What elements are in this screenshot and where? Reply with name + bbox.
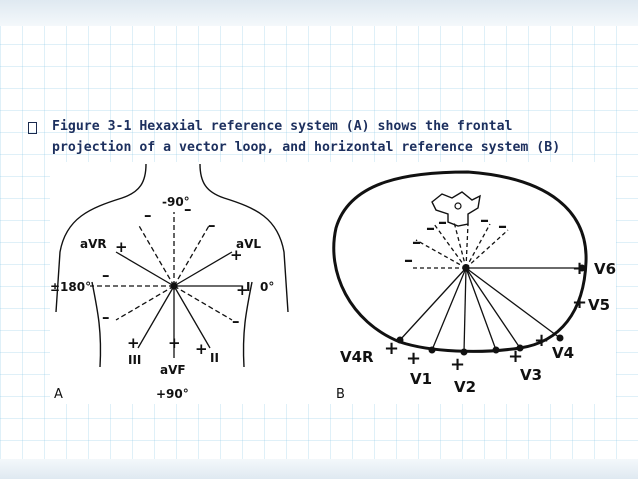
lead-v2-negative: [465, 223, 469, 269]
label-v1: V1: [410, 370, 432, 388]
label-avr: aVR: [80, 237, 107, 251]
caption-line-1: Figure 3-1 Hexaxial reference system (A)…: [52, 119, 513, 134]
axis-iii-negative: [173, 223, 211, 287]
electrode-v5: [556, 334, 564, 342]
lead-v3-negative: [453, 221, 467, 269]
chest-cross-section: [332, 170, 588, 353]
lead-v4-negative: [433, 223, 467, 269]
label-minus90: -90°: [162, 195, 190, 209]
label-lead-ii: II: [210, 351, 219, 365]
lead-v5-negative: [415, 239, 467, 269]
lead-v4r-line: [399, 267, 467, 341]
panel-a-signs: + + + + + + – – – – – –: [102, 200, 249, 358]
lead-v1-negative: [465, 223, 491, 269]
axis-avl-negative: [115, 285, 175, 321]
panel-b-labels: V6 V5 V4 V3 V2 V1 V4R B: [336, 260, 616, 402]
panel-a-labels: -90° aVR aVL ±180° I 0° III aVF II +90° …: [50, 195, 274, 402]
caption-line-2: projection of a vector loop, and horizon…: [52, 140, 561, 155]
label-v2: V2: [454, 378, 476, 396]
avf-plus: +: [168, 334, 181, 352]
electrode-v2: [460, 348, 468, 356]
figure-image: + + + + + + – – – – – – -90° aVR aVL ±18…: [50, 162, 616, 404]
bullet-icon: [28, 122, 37, 134]
v3-plus: +: [508, 346, 523, 367]
torso-outline: [55, 163, 289, 313]
avf-minus: –: [184, 200, 192, 218]
left-arm-outline: [91, 281, 102, 368]
figure-svg: + + + + + + – – – – – – -90° aVR aVL ±18…: [50, 163, 616, 402]
v4-plus: +: [534, 330, 549, 351]
center-dot: [170, 282, 178, 290]
axis-avl-positive: [173, 251, 233, 287]
vertebra-canal: [454, 202, 462, 210]
label-v4: V4: [552, 344, 574, 362]
figure-caption: Figure 3-1 Hexaxial reference system (A)…: [52, 116, 622, 158]
electrode-v6: [578, 264, 586, 272]
ii-plus: +: [195, 340, 208, 358]
v4-minus: –: [426, 218, 435, 239]
electrode-v1: [428, 346, 436, 354]
label-180: ±180°: [50, 280, 91, 294]
axis-ii-negative: [137, 223, 175, 287]
v6-plus: +: [572, 258, 587, 279]
panel-b-letter: B: [336, 387, 345, 402]
precordial-lines: [396, 221, 586, 356]
label-0: 0°: [260, 280, 274, 294]
iii-minus: –: [208, 216, 216, 234]
avr-plus: +: [115, 238, 128, 256]
electrode-v4: [516, 344, 524, 352]
lead-v5-line: [465, 267, 561, 339]
panel-a-letter: A: [54, 387, 63, 402]
avl-plus: +: [230, 246, 243, 264]
ii-minus: –: [144, 206, 152, 224]
lead-v1-line: [431, 267, 467, 351]
v4r-plus: +: [384, 338, 399, 359]
lead-v4-line: [465, 267, 521, 349]
hexaxial-lines: [90, 212, 242, 358]
lead-v3-line: [465, 267, 497, 351]
bottom-band: [0, 459, 638, 479]
label-v4r: V4R: [340, 348, 374, 366]
electrode-v4r: [396, 336, 404, 344]
label-lead-iii: III: [128, 353, 141, 367]
v4r-minus: –: [498, 216, 507, 237]
label-plus90: +90°: [156, 387, 189, 401]
lead-v4r-negative: [465, 229, 509, 269]
v5-minus: –: [412, 232, 421, 253]
v6-minus: –: [404, 250, 413, 271]
iii-plus: +: [127, 334, 140, 352]
axis-avr-negative: [173, 285, 233, 321]
right-arm-outline: [242, 281, 253, 368]
lead-v2-line: [463, 267, 467, 353]
v5-plus: +: [572, 292, 587, 313]
v1-minus: –: [480, 210, 489, 231]
axis-ii-positive: [173, 285, 211, 349]
electrode-v3: [492, 346, 500, 354]
label-avf: aVF: [160, 363, 186, 377]
v3-minus: –: [438, 212, 447, 233]
label-v6: V6: [594, 260, 616, 278]
label-lead-i: I: [246, 280, 250, 294]
top-band: [0, 0, 638, 26]
heart-center-dot: [462, 264, 470, 272]
axis-avr-positive: [115, 251, 175, 287]
axis-iii-positive: [137, 285, 175, 349]
panel-b-signs: + + + + + + + – – – – – –: [384, 210, 587, 375]
label-v5: V5: [588, 296, 610, 314]
avr-minus: –: [232, 312, 240, 330]
v2-plus: +: [450, 354, 465, 375]
label-avl: aVL: [236, 237, 261, 251]
label-v3: V3: [520, 366, 542, 384]
v1-plus: +: [406, 348, 421, 369]
i-plus: +: [236, 281, 249, 299]
avl-minus: –: [102, 308, 110, 326]
vertebra-icon: [431, 191, 481, 227]
panel-b: [332, 170, 588, 353]
panel-a: [55, 163, 289, 368]
i-minus: –: [102, 266, 110, 284]
